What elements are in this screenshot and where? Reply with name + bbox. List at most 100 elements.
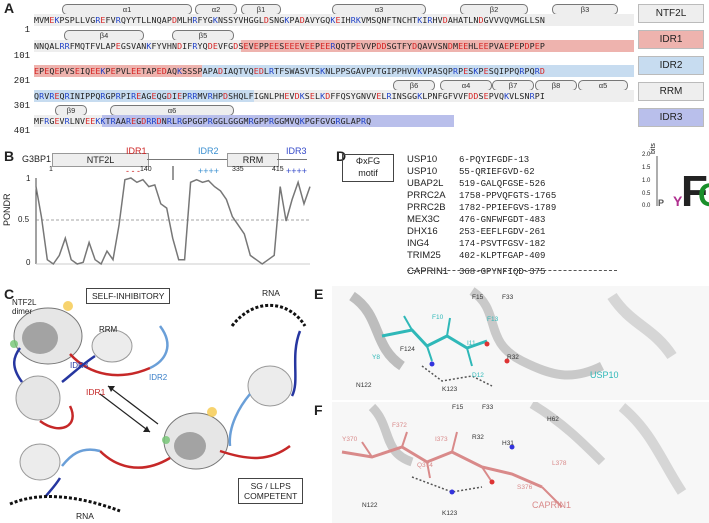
panel-letter-c: C — [4, 286, 15, 302]
ribbon — [469, 287, 605, 380]
rna-label-1: RNA — [262, 288, 280, 298]
res-h62: H62 — [547, 416, 559, 423]
g3bp1-model-diagram — [9, 301, 307, 513]
motif-sequence: 6-PQYIFGDF-13 — [459, 155, 530, 165]
motif-sequence: 55-QRIEFGVD-62 — [459, 167, 535, 177]
res-k123: K123 — [442, 386, 458, 393]
competent-subunit — [174, 432, 206, 460]
idr3-label: IDR3 — [286, 146, 307, 156]
logo-tick: 1.5 — [642, 165, 651, 171]
res-f33: F33 — [502, 294, 514, 301]
partner-label: CAPRIN1 — [532, 500, 572, 510]
atom — [489, 479, 495, 485]
motif-protein: DHX16 — [407, 226, 438, 237]
dimer-lower — [15, 375, 61, 421]
idr2-band — [202, 65, 634, 77]
panel-letter-b: B — [4, 148, 15, 164]
rna-strand — [230, 303, 307, 327]
sidechains — [361, 431, 563, 508]
boundary-1: 1 — [49, 166, 53, 173]
res-f10: F10 — [432, 314, 444, 321]
fxfg-site-green — [10, 340, 18, 348]
seq-row-number: 301 — [13, 101, 30, 111]
seq-row-5: 401 MFRGEVRLNVEEKKTRAAREGDRRDNRLRGPGGPRG… — [6, 115, 636, 136]
seq-row-2: 101 NNQALRRFMQTFVLAPEGSVANKFYVHNDIFRYQDE… — [6, 40, 636, 61]
seq-row-number: 401 — [13, 126, 30, 136]
res-f15: F15 — [452, 404, 464, 411]
panel-f: F F15 F33 H62 Y370 F372 I373 R32 H31 Q37… — [314, 402, 709, 523]
ribbon — [529, 402, 606, 466]
idr3-charge: ++++ — [286, 166, 308, 176]
domain-ntf2l: NTF2L — [52, 153, 149, 167]
linker-line — [277, 159, 307, 160]
legend-rrm: RRM — [638, 82, 704, 101]
res-y8: Y8 — [372, 354, 380, 361]
panel-letter-e: E — [314, 286, 324, 302]
idr1-band — [34, 65, 202, 77]
legend-idr2: IDR2 — [638, 56, 704, 75]
motif-sequence: 174-PSVTFGSV-182 — [459, 239, 546, 249]
res-i11: I11 — [467, 340, 476, 347]
idr1-curve — [69, 353, 151, 377]
motif-protein: PRRC2A — [407, 190, 446, 201]
caprin1-peptide — [341, 445, 543, 489]
pondr-series-line — [35, 177, 311, 266]
res-d12: D12 — [472, 372, 484, 379]
idr1-label: IDR1 — [86, 387, 106, 397]
res-f13: F13 — [487, 316, 499, 323]
motif-protein: TRIM25 — [407, 250, 441, 261]
usp10-peptide — [381, 328, 488, 350]
hbonds — [411, 476, 483, 493]
rrm-label: RRM — [99, 325, 118, 334]
res-r32: R32 — [472, 434, 484, 441]
logo-phi: Y — [673, 193, 683, 209]
idr2-label: IDR2 — [198, 146, 219, 156]
legend-idr1: IDR1 — [638, 30, 704, 49]
arrowhead-back — [108, 386, 115, 392]
logo-tick: 1.0 — [642, 178, 651, 184]
boundary-415: 415 — [272, 166, 284, 173]
idr3-band — [102, 115, 454, 127]
arrowhead-forward — [143, 426, 150, 432]
atom — [429, 361, 435, 367]
ribbon — [618, 403, 687, 495]
self-inhibitory-box: SELF-INHIBITORY — [86, 288, 171, 304]
motif-row: USP10 55-QRIEFGVD-62 — [407, 166, 535, 178]
seq-row-text: EPEQEPVSEIQEEKPEPVLEETAPEDAQKSSSPAPADIAQ… — [34, 66, 545, 76]
seq-row-text: QRVREQRINIPPQRGPRPIREAGEQGDIEPRRMVRHPDSH… — [34, 91, 545, 101]
res-r32: R32 — [507, 354, 519, 361]
protein-name: G3BP1 — [22, 154, 52, 164]
motif-sequence: 253-EEFLFGDV-261 — [459, 227, 546, 237]
motif-protein: USP10 — [407, 166, 438, 177]
logo-tick: 0.0 — [642, 203, 651, 209]
res-h31: H31 — [502, 440, 514, 447]
panel-a: A α1 α2 β1 α3 β2 β3 1 MVMEKPSPLLVGREFVRQ… — [0, 0, 709, 142]
idr2-charge: ++++ — [198, 166, 220, 176]
rna-strand-2 — [9, 495, 121, 513]
res-f124: F124 — [400, 346, 415, 353]
sidechains — [403, 315, 473, 367]
logo-g: G — [698, 177, 709, 213]
usp10-structure — [349, 287, 677, 387]
seq-row-number: 201 — [13, 76, 30, 86]
res-f33: F33 — [482, 404, 494, 411]
seq-row-3: 201 EPEQEPVSEIQEEKPEPVLEETAPEDAQKSSSPAPA… — [6, 65, 636, 86]
domain-bar: NTF2L RRM — [52, 152, 307, 167]
y-tick-0: 0 — [26, 258, 31, 267]
res-f15: F15 — [472, 294, 484, 301]
atom — [484, 341, 490, 347]
logo-p: P — [658, 198, 664, 208]
partner-label: USP10 — [590, 370, 619, 380]
idr3-curve — [61, 354, 96, 383]
dimer-subunit — [22, 322, 58, 354]
legend-idr3: IDR3 — [638, 108, 704, 127]
idr3-label: IDR3 — [70, 361, 89, 370]
ntf2l-band — [34, 40, 241, 52]
panel-c: C NTF2L dimer S — [0, 286, 320, 523]
rna-label-2: RNA — [76, 511, 94, 521]
rrm-blob-3 — [19, 443, 61, 481]
idr2-curve-3 — [61, 448, 101, 467]
